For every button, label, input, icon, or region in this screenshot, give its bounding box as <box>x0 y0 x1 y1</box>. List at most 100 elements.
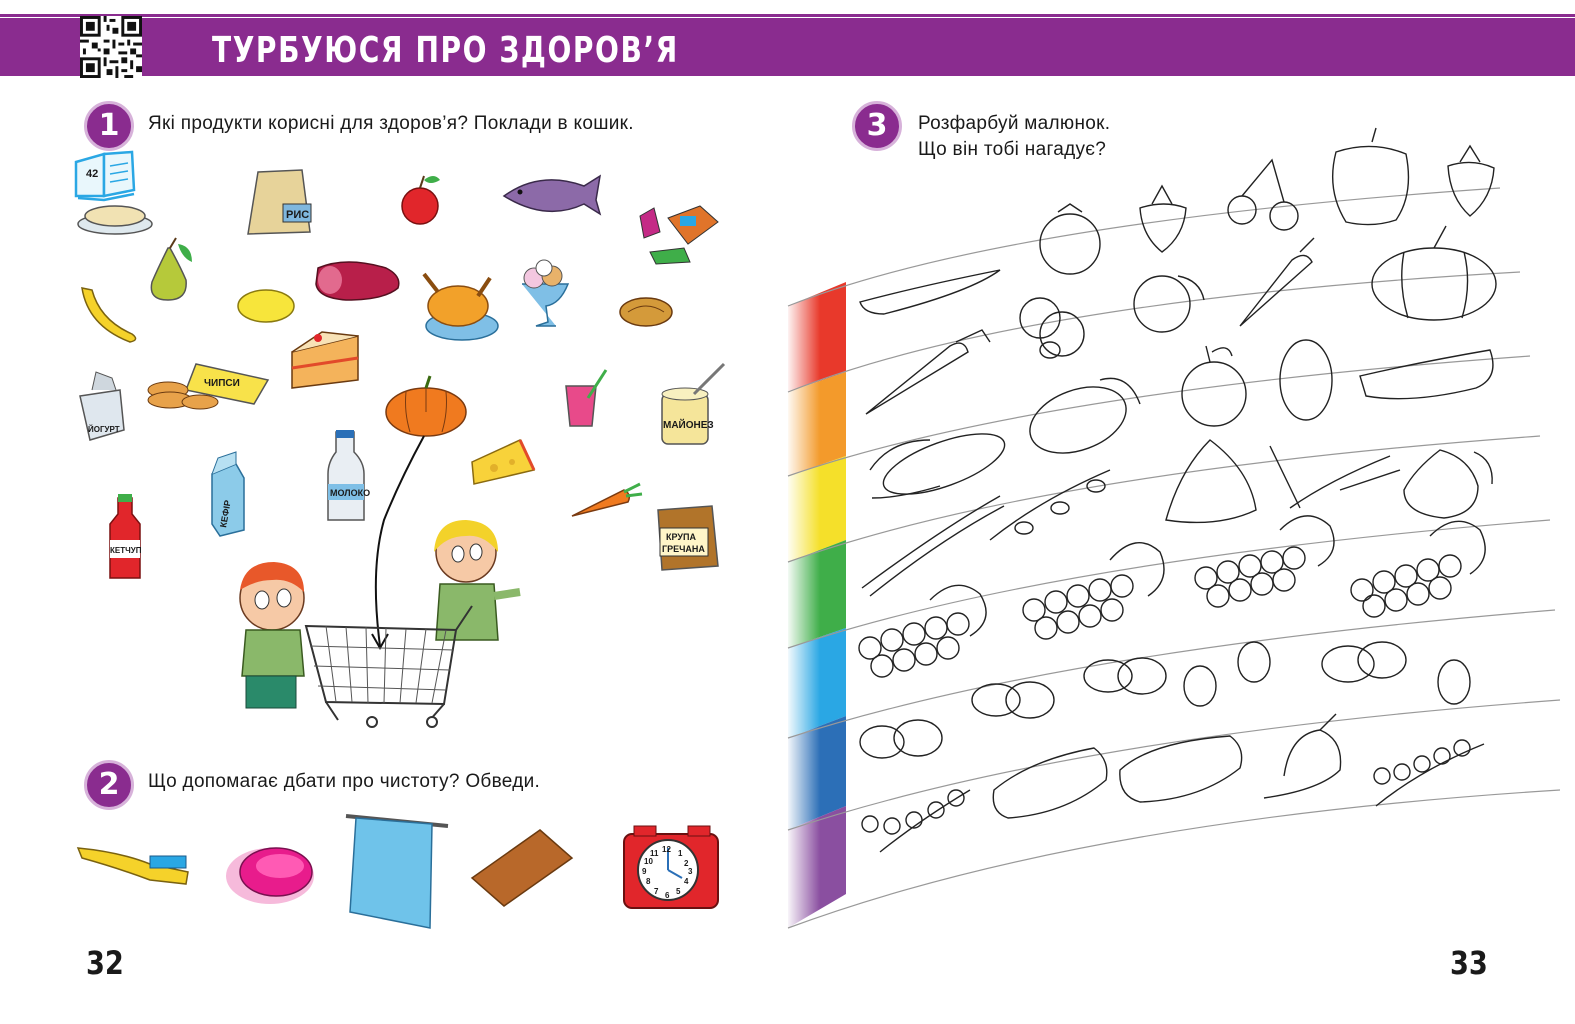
outline-raspberry-icon <box>1183 665 1217 707</box>
task-2-text: Що допомагає дбати про чистоту? Обведи. <box>148 771 541 792</box>
pumpkin-icon[interactable] <box>385 375 467 437</box>
outline-chili-pepper-icon <box>859 269 1001 315</box>
clock-number-11: 11 <box>650 849 659 858</box>
rainbow-color-strip <box>786 270 846 940</box>
outline-beet-icon <box>1263 713 1342 799</box>
book-reference-icon[interactable]: 42 <box>74 150 136 202</box>
outline-grapes-icon <box>858 584 987 678</box>
book-page-ref: 42 <box>86 168 98 180</box>
outline-eggplant-icon <box>1119 735 1243 803</box>
kefir-carton-icon[interactable]: КЕФІР <box>211 451 245 537</box>
outline-lemon-icon <box>1029 377 1141 454</box>
yogurt-icon[interactable]: ЙОГУРТ <box>79 371 125 441</box>
outline-plums-icon <box>859 719 943 759</box>
toothbrush-icon[interactable] <box>76 847 189 885</box>
clock-number-10: 10 <box>644 857 653 866</box>
fish-icon[interactable] <box>502 174 602 216</box>
outline-plums-icon <box>1321 641 1407 683</box>
outline-grapes-icon <box>1194 515 1335 608</box>
outline-cherries-icon <box>1227 158 1299 231</box>
buckwheat-label-line2: ГРЕЧАНА <box>662 544 705 554</box>
outline-raspberry-icon <box>1237 641 1271 683</box>
outline-olive-branch-icon <box>989 469 1111 541</box>
outline-raspberry-icon <box>1437 659 1471 705</box>
mayonnaise-jar-icon[interactable]: МАЙОНЕЗ <box>661 362 726 445</box>
clock-number-6: 6 <box>665 891 670 900</box>
chips-icon[interactable]: ЧИПСИ <box>147 363 270 410</box>
kefir-label: КЕФІР <box>218 499 233 528</box>
outline-eggplant-icon <box>992 747 1108 819</box>
milk-bottle-icon[interactable]: МОЛОКО <box>327 430 370 521</box>
rainbow-band-lines <box>787 187 1561 929</box>
ketchup-bottle-icon[interactable]: КЕТЧУП <box>109 494 142 579</box>
carrot-icon[interactable] <box>571 482 643 517</box>
header-top-rule <box>0 14 1575 17</box>
outline-carrot-icon <box>865 329 991 415</box>
banana-icon[interactable] <box>81 287 137 343</box>
buckwheat-bag-icon[interactable]: КРУПА ГРЕЧАНА <box>657 505 719 571</box>
pastry-icon[interactable] <box>619 297 673 327</box>
outline-fruits <box>858 127 1497 853</box>
alarm-clock-icon[interactable]: 12 1 2 3 4 5 6 7 8 9 10 11 <box>623 825 719 909</box>
qr-code[interactable] <box>80 16 142 78</box>
clock-number-5: 5 <box>676 887 681 896</box>
soap-icon[interactable] <box>226 847 314 904</box>
clock-number-8: 8 <box>646 877 651 886</box>
outline-zucchini-icon <box>1359 349 1494 400</box>
boy-figure <box>239 562 305 709</box>
outline-plums-icon <box>1083 657 1167 695</box>
rice-bag-icon[interactable]: РИС <box>247 169 312 235</box>
outline-pepper-icon <box>1331 127 1410 226</box>
task-3-text-line2: Що він тобі нагадує? <box>918 139 1107 160</box>
outline-apricot-icon <box>1019 297 1085 359</box>
rice-label: РИС <box>286 209 309 221</box>
outline-dill-icon <box>1269 445 1401 509</box>
pancake-plate-icon[interactable] <box>77 205 153 235</box>
outline-plums-icon <box>971 681 1055 719</box>
outline-lemon-icon <box>1279 339 1333 421</box>
shopping-cart-icon <box>304 605 473 728</box>
towel-icon[interactable] <box>345 814 449 929</box>
cake-slice-icon[interactable] <box>291 331 359 389</box>
chapter-header <box>0 18 1575 76</box>
clock-number-4: 4 <box>684 877 689 886</box>
ice-cream-icon[interactable] <box>522 259 570 327</box>
sausage-icon[interactable] <box>315 261 400 301</box>
clock-number-1: 1 <box>678 849 683 858</box>
outline-tomato-icon <box>1039 203 1101 275</box>
mayonnaise-label: МАЙОНЕЗ <box>663 418 714 431</box>
outline-carrot-icon <box>1239 237 1315 327</box>
outline-grapes-icon <box>1350 520 1486 618</box>
candies-icon[interactable] <box>639 205 719 265</box>
roast-chicken-icon[interactable] <box>422 272 499 341</box>
outline-pear-icon <box>1403 449 1493 519</box>
outline-green-onion-icon <box>861 495 1005 597</box>
comb-icon[interactable] <box>470 829 574 907</box>
yogurt-label: ЙОГУРТ <box>88 425 120 434</box>
page-number-right: 33 <box>1450 944 1488 982</box>
girl-figure <box>434 520 521 641</box>
cheese-icon[interactable] <box>471 439 536 485</box>
clock-number-2: 2 <box>684 859 689 868</box>
outline-peach-icon <box>1133 275 1205 333</box>
page-number-left: 32 <box>86 944 124 982</box>
lemon-icon[interactable] <box>237 289 295 323</box>
milk-label: МОЛОКО <box>330 488 370 498</box>
task-2-number: 2 <box>84 760 134 810</box>
juice-glass-icon[interactable] <box>565 369 608 427</box>
outline-apple-icon <box>1181 345 1247 427</box>
task-1-text: Які продукти корисні для здоров’я? Покла… <box>148 113 634 134</box>
outline-pumpkin-icon <box>1371 225 1497 321</box>
pear-icon[interactable] <box>150 237 192 301</box>
apple-icon[interactable] <box>401 175 440 225</box>
outline-currants-icon <box>861 789 971 853</box>
outline-strawberry-icon <box>1447 144 1495 217</box>
chips-label: ЧИПСИ <box>204 378 240 389</box>
ketchup-label: КЕТЧУП <box>110 546 142 555</box>
outline-lettuce-icon <box>1165 439 1257 524</box>
clock-number-7: 7 <box>654 887 659 896</box>
outline-corn-icon <box>869 433 1006 499</box>
task-3-number: 3 <box>852 101 902 151</box>
clock-number-3: 3 <box>688 867 693 876</box>
